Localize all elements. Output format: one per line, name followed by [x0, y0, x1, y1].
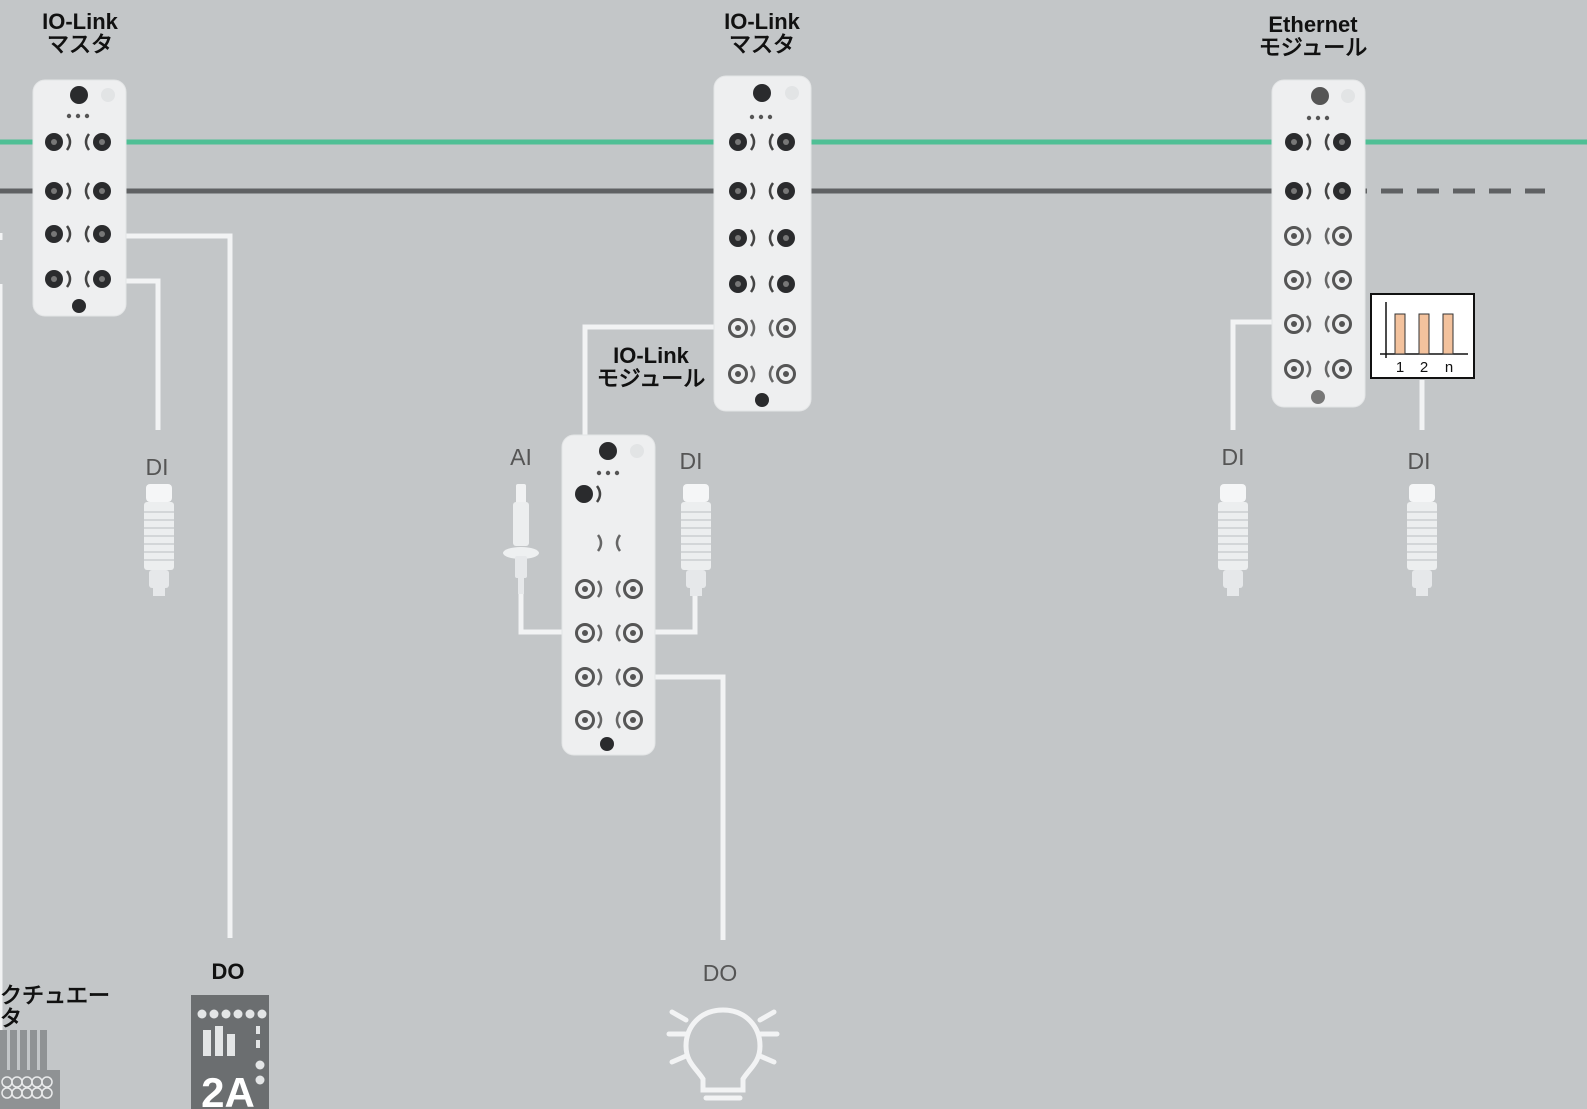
label-iolink-module-line2: モジュール	[596, 366, 706, 392]
label-io-link-module: IO-Link モジュール	[588, 344, 714, 390]
label-di-mid: DI	[679, 448, 703, 474]
relay-module-icon: 2A	[191, 995, 269, 1109]
light-bulb-icon	[666, 1007, 780, 1101]
histogram-bar-1	[1394, 313, 1406, 355]
cable-master1-do	[104, 233, 233, 938]
relay-rating: 2A	[201, 1069, 255, 1109]
cable-iolink-do	[631, 674, 726, 940]
label-master2-line2: マスタ	[728, 32, 795, 58]
label-master2-line1: IO-Link	[724, 9, 800, 34]
cylindrical-sensor-icon	[1217, 484, 1249, 596]
cylindrical-sensor-icon	[143, 484, 175, 596]
label-iolink-module-line1: IO-Link	[613, 343, 689, 368]
label-do-bold: DO	[211, 959, 245, 984]
cylindrical-sensor-icon	[1406, 484, 1438, 596]
histogram-bar-2	[1418, 313, 1430, 355]
label-io-link-master-2: IO-Link マスタ	[702, 10, 822, 56]
histogram-label-2: 2	[1420, 359, 1428, 376]
label-ai: AI	[510, 444, 532, 470]
io-link-module[interactable]	[561, 434, 656, 756]
cylindrical-sensor-icon	[680, 484, 712, 596]
histogram-icon: 1 2 n	[1370, 293, 1475, 379]
label-ethernet-module: Ethernet モジュール	[1243, 13, 1383, 59]
analog-sensor-icon	[503, 484, 539, 594]
actuator-icon	[0, 1030, 60, 1109]
label-di-eth-left: DI	[1221, 444, 1245, 470]
io-link-master-1[interactable]	[32, 79, 127, 317]
io-link-master-2[interactable]	[713, 75, 812, 412]
label-master1-line1: IO-Link	[42, 9, 118, 34]
label-do-light: DO	[702, 960, 738, 986]
histogram-bar-n	[1442, 313, 1454, 355]
label-master1-line2: マスタ	[46, 32, 113, 58]
label-ethernet-line2: モジュール	[1258, 35, 1368, 61]
label-actuator: クチュエータ	[0, 983, 111, 1032]
label-ethernet-line1: Ethernet	[1268, 12, 1358, 37]
ethernet-module[interactable]	[1271, 79, 1366, 408]
histogram-label-1: 1	[1396, 359, 1404, 376]
label-io-link-master-1: IO-Link マスタ	[20, 10, 140, 56]
label-di-left: DI	[145, 454, 169, 480]
histogram-label-n: n	[1445, 359, 1453, 376]
label-di-eth-right: DI	[1407, 448, 1431, 474]
